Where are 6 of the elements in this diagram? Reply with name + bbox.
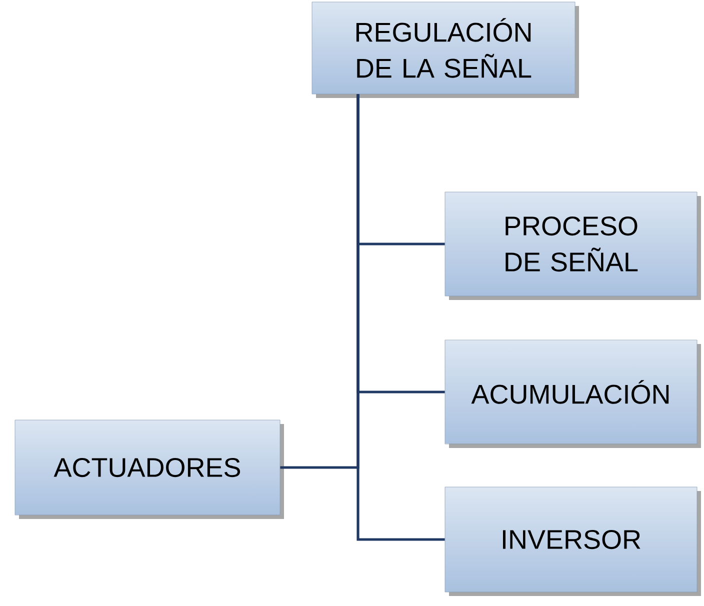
text-box: PROCESO DE SEÑAL <box>444 192 701 300</box>
connector-line <box>280 94 360 469</box>
text-box: ACUMULACIÓN <box>444 340 701 448</box>
text-box: REGULACIÓN DE LA SEÑAL <box>312 2 579 98</box>
text-box: ACTUADORES <box>14 420 284 519</box>
text-box: INVERSOR <box>444 486 701 596</box>
